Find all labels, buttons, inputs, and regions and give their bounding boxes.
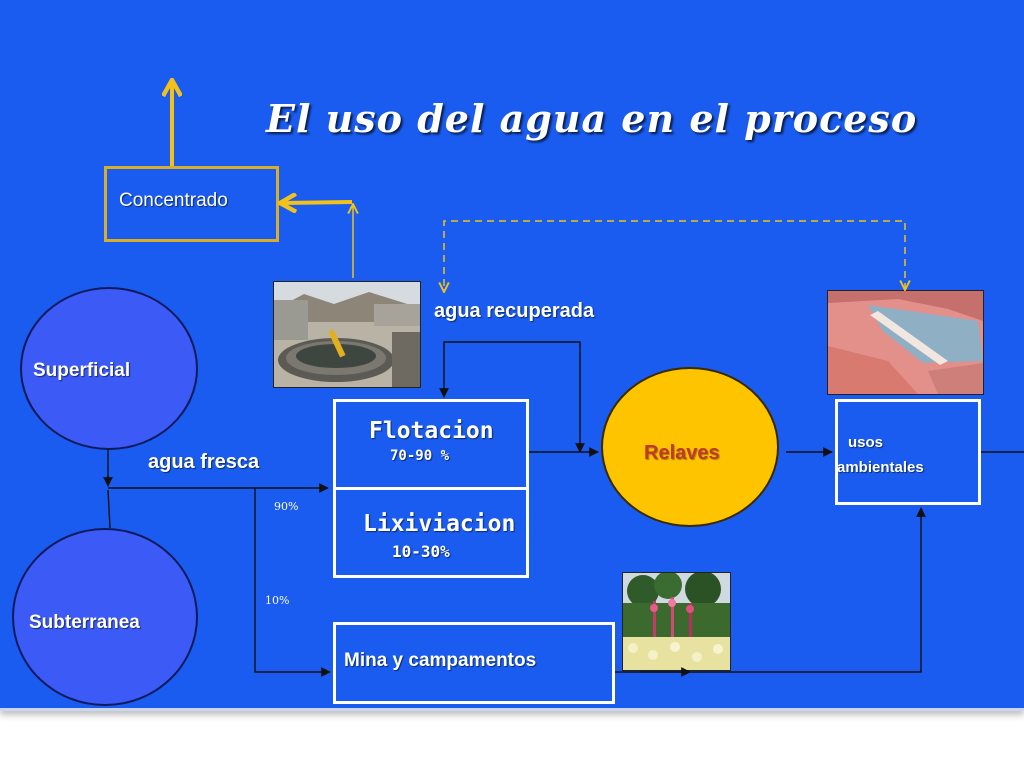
relaves-label: Relaves (644, 442, 720, 464)
subterranea-up-line (107, 489, 111, 529)
superficial-label: Superficial (33, 360, 131, 381)
recovered-water-loop (439, 341, 585, 453)
tailings-pond-photo (827, 290, 984, 395)
garden-photo (622, 572, 731, 671)
mina-to-usos-line (615, 507, 926, 673)
mina-box (333, 622, 615, 704)
usos-ambientales-box (835, 399, 981, 505)
ambientales-label: ambientales (837, 459, 924, 476)
flow-connectors (103, 0, 1024, 677)
lixiviacion-label: Lixiviacion (363, 511, 516, 537)
relaves-circle (601, 367, 779, 527)
percent-10-label: 10% (265, 594, 290, 607)
usos-label: usos (848, 434, 884, 451)
thickener-plant-photo (273, 281, 421, 388)
concentrado-label: Concentrado (119, 190, 228, 211)
agua-recuperada-label: agua recuperada (434, 300, 595, 322)
recovery-dashed-loop (444, 220, 905, 292)
lixiviacion-box (333, 487, 529, 578)
agua-fresca-label: agua fresca (148, 451, 260, 473)
mina-feed-line (254, 488, 331, 677)
subterranea-label: Subterranea (29, 612, 140, 633)
flotacion-percent: 70-90 % (390, 448, 450, 464)
concentrado-box (104, 166, 279, 242)
page-title: El uso del agua en el proceso (266, 96, 918, 141)
mina-label: Mina y campamentos (344, 650, 537, 671)
lixiviacion-percent: 10-30% (392, 542, 450, 561)
superficial-circle (20, 287, 198, 450)
subterranea-circle (12, 528, 198, 706)
concentrado-input-arrow (282, 202, 353, 203)
percent-90-label: 90% (274, 500, 299, 513)
